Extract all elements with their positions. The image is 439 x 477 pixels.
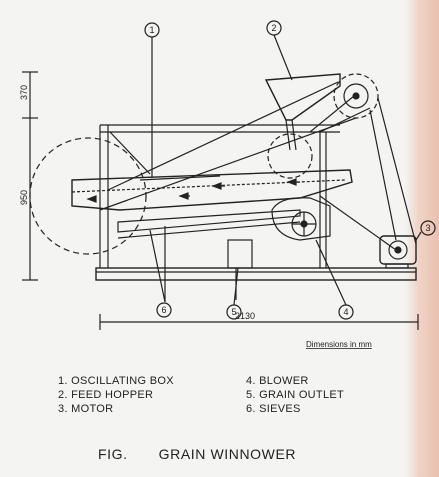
caption-title: GRAIN WINNOWER <box>158 446 297 462</box>
callout-2: 2 <box>271 23 276 33</box>
legend-right: 4. BLOWER 5. GRAIN OUTLET 6. SIEVES <box>246 374 344 416</box>
page-edge-shadow <box>405 0 439 477</box>
base-frame <box>95 267 417 281</box>
oscillating-box <box>71 169 353 211</box>
frame-braces <box>109 95 371 175</box>
legend-item: 2. FEED HOPPER <box>58 389 154 401</box>
legend-left: 1. OSCILLATING BOX 2. FEED HOPPER 3. MOT… <box>58 374 174 416</box>
blower <box>271 197 331 241</box>
feed-hopper <box>264 73 341 151</box>
vertical-dimension <box>22 71 38 281</box>
grain-outlet <box>227 239 253 300</box>
belts <box>99 81 417 251</box>
legend-item: 1. OSCILLATING BOX <box>58 375 174 387</box>
dim-2130: 2130 <box>235 311 255 321</box>
drive-wheel-left <box>29 137 147 255</box>
units-note: Dimensions in mm <box>306 340 372 349</box>
legend-item: 5. GRAIN OUTLET <box>246 389 345 401</box>
caption-fig: FIG. <box>98 446 128 462</box>
dim-370: 370 <box>19 85 29 100</box>
mid-cam <box>267 133 313 179</box>
horizontal-dimension <box>99 314 419 330</box>
sieves <box>117 209 301 303</box>
legend-item: 6. SIEVES <box>246 403 301 415</box>
callout-4: 4 <box>343 307 348 317</box>
legend-item: 4. BLOWER <box>246 375 309 387</box>
main-frame <box>99 124 340 268</box>
dim-950: 950 <box>19 190 29 205</box>
legend-item: 3. MOTOR <box>58 403 114 415</box>
figure-caption: FIG. GRAIN WINNOWER <box>98 446 296 462</box>
motor <box>379 235 417 269</box>
callout-6: 6 <box>161 305 166 315</box>
callout-5: 5 <box>231 307 236 317</box>
callout-3: 3 <box>425 223 430 233</box>
callouts <box>144 20 436 320</box>
callout-1: 1 <box>149 25 154 35</box>
